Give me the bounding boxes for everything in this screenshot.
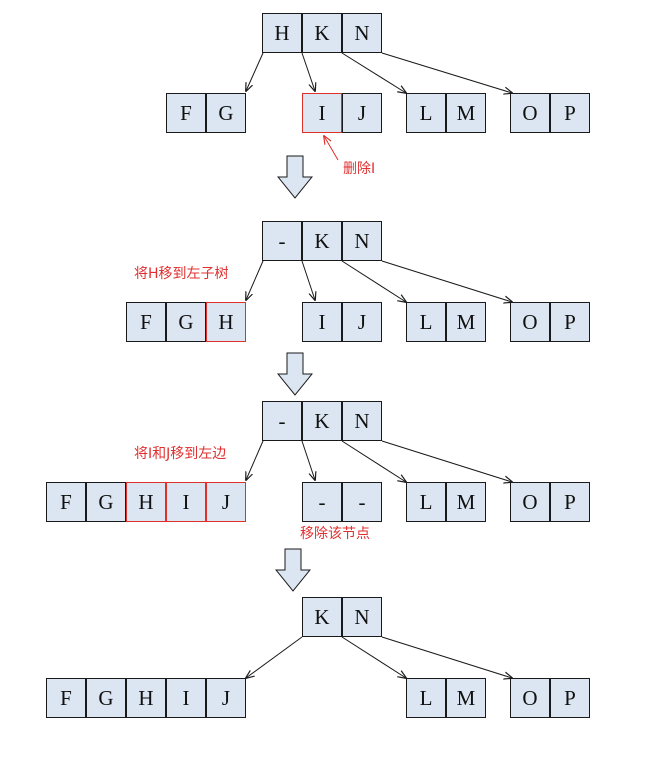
- key-cell: F: [46, 678, 86, 718]
- annotation-move-ij: 将I和J移到左边: [134, 446, 227, 462]
- key-cell: -: [262, 221, 302, 261]
- key-cell: H: [126, 678, 166, 718]
- key-cell: M: [446, 302, 486, 342]
- highlighted-key-cell: H: [126, 482, 166, 522]
- down-arrow-icon: [277, 155, 313, 199]
- key-cell: -: [302, 482, 342, 522]
- highlighted-key-cell: I: [166, 482, 206, 522]
- key-cell: I: [302, 302, 342, 342]
- tree-edge: [341, 636, 406, 678]
- tree-edge: [381, 440, 512, 482]
- key-cell: L: [406, 482, 446, 522]
- key-cell: G: [86, 678, 126, 718]
- key-cell: M: [446, 93, 486, 133]
- tree-edge: [381, 636, 512, 678]
- key-cell: M: [446, 678, 486, 718]
- key-cell: G: [166, 302, 206, 342]
- key-cell: K: [302, 13, 342, 53]
- down-arrow-icon: [277, 352, 313, 396]
- annotation-pointer: [324, 136, 339, 161]
- key-cell: N: [342, 13, 382, 53]
- tree-edge: [341, 260, 406, 302]
- key-cell: I: [166, 678, 206, 718]
- key-cell: M: [446, 482, 486, 522]
- key-cell: J: [206, 678, 246, 718]
- tree-edge: [246, 636, 303, 678]
- key-cell: O: [510, 678, 550, 718]
- key-cell: F: [166, 93, 206, 133]
- key-cell: F: [126, 302, 166, 342]
- highlighted-key-cell: I: [302, 93, 342, 133]
- annotation-delete-i: 删除I: [343, 161, 376, 177]
- annotation-move-h: 将H移到左子树: [134, 266, 229, 282]
- key-cell: -: [262, 401, 302, 441]
- tree-edge: [341, 52, 406, 93]
- key-cell: N: [342, 221, 382, 261]
- tree-edge: [381, 260, 512, 302]
- key-cell: P: [550, 93, 590, 133]
- highlighted-key-cell: H: [206, 302, 246, 342]
- key-cell: G: [206, 93, 246, 133]
- key-cell: L: [406, 678, 446, 718]
- key-cell: O: [510, 302, 550, 342]
- tree-edge: [301, 260, 315, 300]
- key-cell: J: [342, 302, 382, 342]
- tree-edge: [301, 440, 315, 480]
- key-cell: P: [550, 678, 590, 718]
- key-cell: L: [406, 93, 446, 133]
- tree-edge: [381, 52, 512, 93]
- tree-edge: [246, 260, 264, 300]
- highlighted-key-cell: J: [206, 482, 246, 522]
- key-cell: O: [510, 93, 550, 133]
- tree-edge: [246, 440, 264, 480]
- key-cell: F: [46, 482, 86, 522]
- tree-edge: [301, 52, 315, 91]
- key-cell: J: [342, 93, 382, 133]
- tree-edge: [341, 440, 406, 482]
- key-cell: G: [86, 482, 126, 522]
- down-arrow-icon: [275, 548, 311, 592]
- key-cell: O: [510, 482, 550, 522]
- annotation-remove-node: 移除该节点: [300, 526, 370, 542]
- tree-edge: [246, 52, 264, 91]
- key-cell: N: [342, 401, 382, 441]
- key-cell: L: [406, 302, 446, 342]
- key-cell: K: [302, 597, 342, 637]
- key-cell: K: [302, 221, 342, 261]
- key-cell: P: [550, 482, 590, 522]
- key-cell: P: [550, 302, 590, 342]
- key-cell: -: [342, 482, 382, 522]
- key-cell: H: [262, 13, 302, 53]
- key-cell: N: [342, 597, 382, 637]
- key-cell: K: [302, 401, 342, 441]
